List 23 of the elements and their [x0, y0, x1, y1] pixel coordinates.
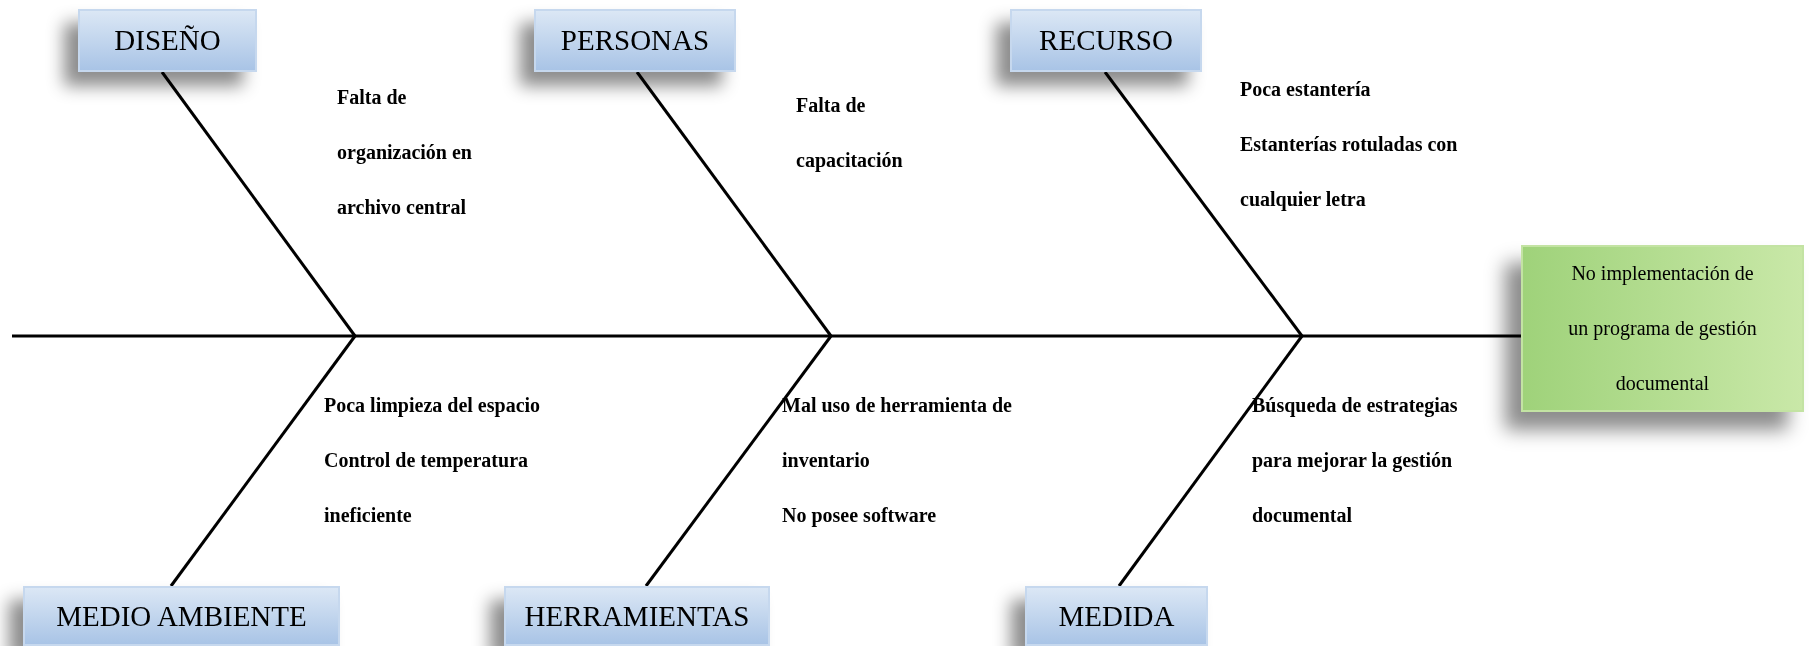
- category-box: PERSONAS: [534, 9, 736, 72]
- bone-line: [1103, 71, 1304, 337]
- category-box: HERRAMIENTAS: [504, 586, 770, 646]
- category-box: MEDIDA: [1025, 586, 1208, 646]
- category-box: RECURSO: [1010, 9, 1202, 72]
- cause-text: Estanterías rotuladas con cualquier letra: [1240, 132, 1459, 213]
- category-box: MEDIO AMBIENTE: [23, 586, 340, 646]
- effect-box: No implementación de un programa de gestión documental: [1521, 245, 1804, 412]
- bone-line: [635, 71, 833, 337]
- cause-text: No posee software: [782, 503, 938, 529]
- cause-text: Poca estantería: [1240, 77, 1372, 102]
- cause-text: Falta de capacitación: [796, 93, 904, 174]
- cause-text: Poca limpieza del espacio: [324, 393, 542, 419]
- bone-line: [644, 335, 833, 587]
- category-box: DISEÑO: [78, 9, 257, 72]
- cause-text: Control de temperatura ineficiente: [324, 448, 530, 528]
- bone-line: [169, 335, 357, 587]
- cause-text: Búsqueda de estrategias para mejorar la gestión documental: [1252, 393, 1459, 528]
- bone-line: [1117, 335, 1304, 587]
- cause-text: Falta de organización en archivo central: [337, 85, 473, 220]
- bone-line: [160, 71, 357, 337]
- spine-line: [12, 334, 1521, 338]
- cause-text: Mal uso de herramienta de inventario: [782, 393, 1013, 473]
